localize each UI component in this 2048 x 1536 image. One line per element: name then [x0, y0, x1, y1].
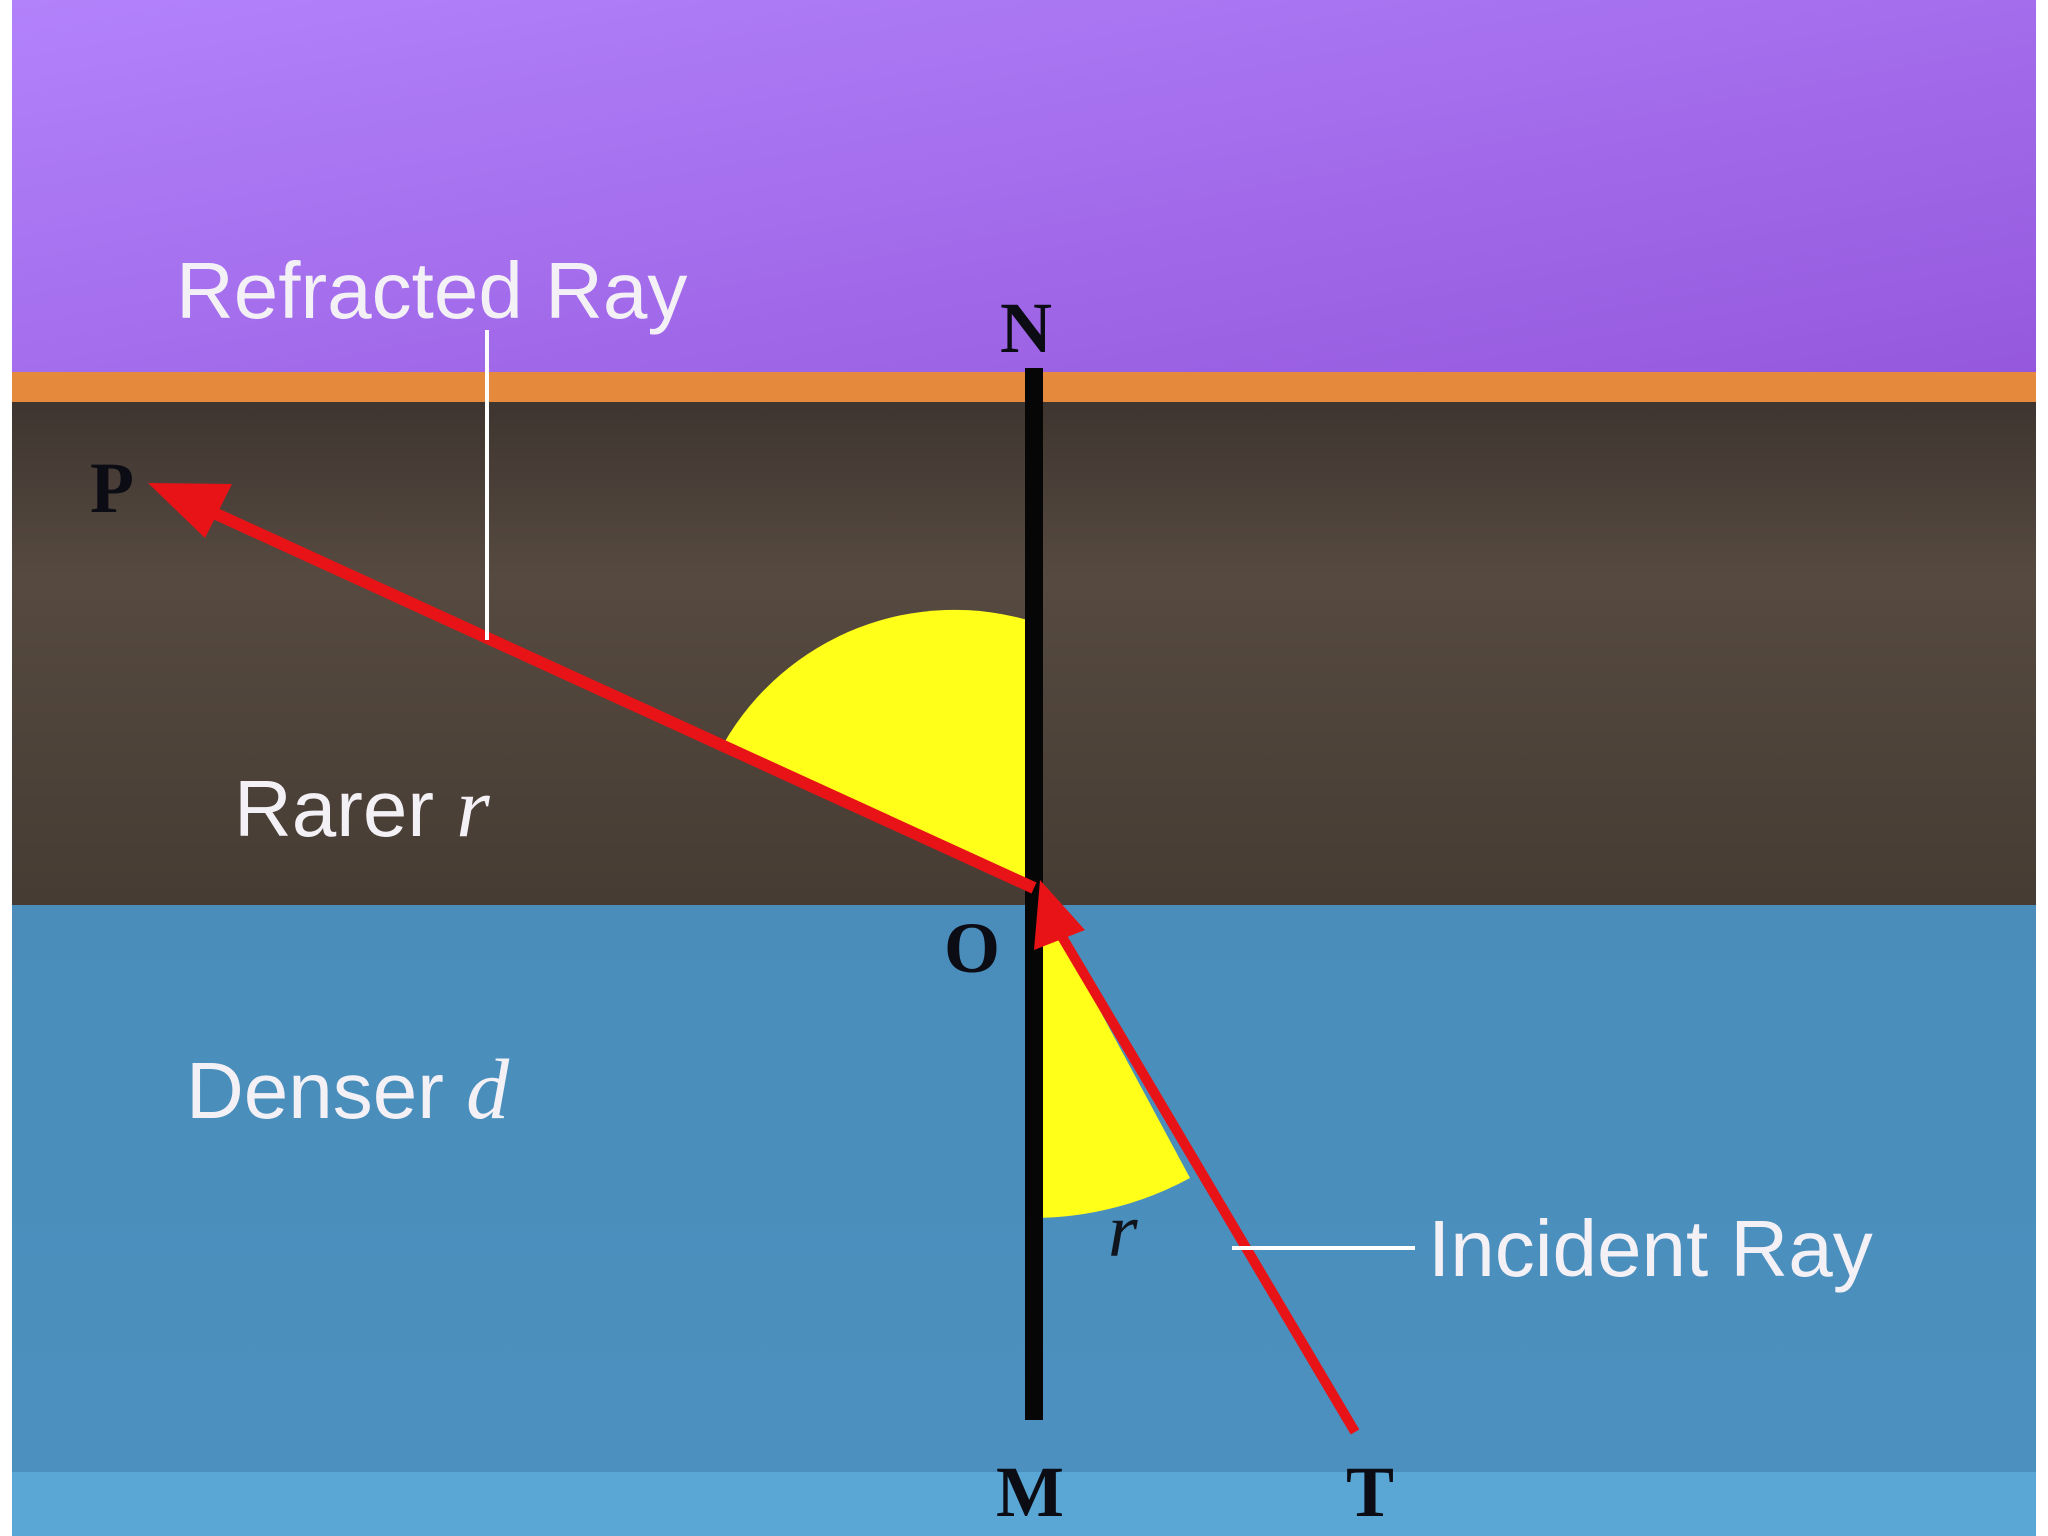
incident-ray-label: Incident Ray — [1428, 1204, 1873, 1293]
refracted-ray-line — [187, 496, 1037, 894]
incidence-angle-wedge — [1034, 888, 1190, 1218]
point-t-label: T — [1346, 1452, 1394, 1532]
denser-word: Denser — [186, 1046, 466, 1135]
denser-medium — [12, 905, 2036, 1477]
rarer-word: Rarer — [234, 764, 456, 853]
rarer-variable: r — [456, 759, 490, 855]
incident-ray-line — [1040, 905, 1360, 1435]
upper-boundary-line — [12, 372, 2036, 402]
point-m-label: M — [996, 1452, 1064, 1532]
angle-variable-label: r — [1108, 1189, 1138, 1273]
point-p-label: P — [90, 448, 134, 528]
incident-ray-arrowhead — [1034, 880, 1085, 950]
bottom-strip — [12, 1472, 2036, 1536]
point-o-label: O — [944, 908, 1000, 988]
refracted-ray-arrowhead — [148, 483, 232, 538]
denser-variable: d — [466, 1041, 510, 1137]
point-n-label: N — [1000, 288, 1052, 368]
upper-region — [12, 0, 2036, 375]
refraction-angle-wedge — [724, 609, 1034, 888]
rarer-medium-label: Rarer r — [234, 759, 490, 855]
refracted-ray-label: Refracted Ray — [176, 246, 687, 335]
denser-medium-label: Denser d — [186, 1041, 510, 1137]
